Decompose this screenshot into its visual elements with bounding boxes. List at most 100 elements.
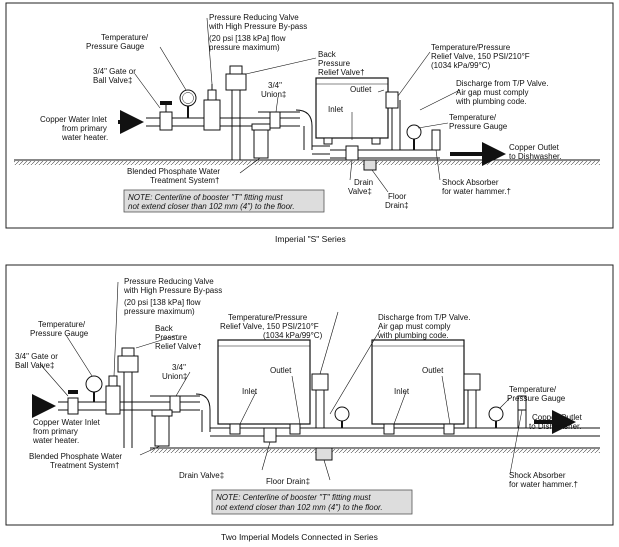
panel2-labels: Pressure Reducing Valve with High Pressu… (15, 277, 583, 489)
p2-prv-flow-l2: pressure maximum) (124, 307, 195, 316)
p2-back-l2: Pressure (155, 333, 188, 342)
p1-outlet-l1: Copper Outlet (509, 143, 560, 152)
p1-inlet-label: Inlet (328, 105, 344, 114)
panel2-temp-gauge-2 (488, 406, 504, 428)
p1-back-l2: Pressure (318, 59, 351, 68)
panel1-temp-gauge-2 (406, 124, 422, 150)
p1-inlet-l3: water heater. (61, 133, 108, 142)
panel2-pressure-reducing-valve (105, 375, 121, 415)
p1-gate-l1: 3/4" Gate or (93, 67, 136, 76)
panel2-temp-gauge (85, 375, 103, 402)
panel2-booster-2 (371, 339, 465, 435)
panel2-booster-1 (217, 339, 311, 435)
panel-imperial-s-series: NOTE: Centerline of booster "T" fitting … (5, 2, 614, 244)
p1-phos-l2: Treatment System† (150, 176, 220, 185)
panel1-note-line1: NOTE: Centerline of booster "T" fitting … (128, 193, 283, 202)
panel2-note: NOTE: Centerline of booster "T" fitting … (211, 489, 413, 515)
p1-prv-flow-l2: pressure maximum) (209, 43, 280, 52)
p2-tg2-l2: Pressure Gauge (507, 394, 566, 403)
p1-floor-l1: Floor (388, 192, 407, 201)
panel2-tp-valve-2 (463, 373, 481, 391)
p1-gate-l2: Ball Valve‡ (93, 76, 132, 85)
p2-inlet-l1: Copper Water Inlet (33, 418, 101, 427)
p2-gate-l2: Ball Valve‡ (15, 361, 54, 370)
p2-tp-l2: Relief Valve, 150 PSI/210°F (220, 322, 319, 331)
p2-tp-l3: (1034 kPa/99°C) (263, 331, 323, 340)
p2-tg-l2: Pressure Gauge (30, 329, 89, 338)
p1-floor-l2: Drain‡ (385, 201, 409, 210)
p1-union-l1: 3/4" (268, 81, 282, 90)
p2-shock-l2: for water hammer.† (509, 480, 578, 489)
p1-shock-l1: Shock Absorber (442, 178, 499, 187)
p1-shock-l2: for water hammer.† (442, 187, 511, 196)
p1-tg2-l2: Pressure Gauge (449, 122, 508, 131)
p2-gate-l1: 3/4" Gate or (15, 352, 58, 361)
panel1-floor-drain (363, 159, 377, 171)
panel2-gauge-mid (334, 406, 350, 428)
panel1-phosphate-filter (251, 123, 271, 159)
p1-outlet-l2: to Dishwasher. (509, 152, 561, 161)
panel2-floor-drain (315, 447, 333, 461)
panel2-leaders (39, 281, 523, 481)
panel1-caption: Imperial "S" Series (275, 234, 346, 244)
p2-outlet1: Outlet (270, 366, 292, 375)
panel-two-imperial-series: NOTE: Centerline of booster "T" fitting … (5, 264, 614, 542)
p2-shock-l1: Shock Absorber (509, 471, 566, 480)
panel1-gate-valve (159, 101, 173, 131)
panel2-caption: Two Imperial Models Connected in Series (221, 532, 378, 542)
p1-prv-l2: with High Pressure By-pass (208, 22, 307, 31)
p2-union-l1: 3/4" (172, 363, 186, 372)
panel1-frame (5, 2, 614, 229)
p1-drain-l1: Drain (354, 178, 373, 187)
p2-prv-l1: Pressure Reducing Valve (124, 277, 214, 286)
p1-tp-l3: (1034 kPa/99°C) (431, 61, 491, 70)
panel2-frame (5, 264, 614, 526)
p1-phos-l1: Blended Phosphate Water (127, 167, 220, 176)
panel1-pressure-reducing-valve (203, 84, 221, 131)
p2-outlet-l2: to Dishwasher. (529, 422, 581, 431)
panel1-shock-absorber (431, 129, 441, 151)
p2-outlet-l1: Copper Outlet (532, 413, 583, 422)
p2-union-l2: Union‡ (162, 372, 187, 381)
panel2-tp-valve-1 (311, 373, 329, 391)
p2-tg-l1: Temperature/ (38, 320, 86, 329)
p1-back-l1: Back (318, 50, 337, 59)
panel1-temp-gauge (179, 89, 197, 118)
p1-dis-l1: Discharge from T/P Valve. (456, 79, 548, 88)
p2-back-l1: Back (155, 324, 174, 333)
p2-phos-l1: Blended Phosphate Water (29, 452, 122, 461)
p1-inlet-l2: from primary (62, 124, 107, 133)
p2-dis-l1: Discharge from T/P Valve. (378, 313, 470, 322)
p2-inlet2: Inlet (394, 387, 410, 396)
p1-temp-gauge-l2: Pressure Gauge (86, 42, 145, 51)
p2-dis-l2: Air gap must comply (378, 322, 450, 331)
p2-inlet-l2: from primary (33, 427, 78, 436)
panel2-note-line1: NOTE: Centerline of booster "T" fitting … (216, 493, 371, 502)
p1-back-l3: Relief Valve† (318, 68, 365, 77)
p1-tp-l1: Temperature/Pressure (431, 43, 511, 52)
p1-prv-flow-l1: (20 psi [138 kPa] flow (209, 34, 286, 43)
p2-back-l3: Relief Valve† (155, 342, 202, 351)
p1-drain-l2: Valve‡ (348, 187, 372, 196)
panel2-back-pressure-valve (117, 347, 139, 373)
p2-dis-l3: with plumbing code. (377, 331, 449, 340)
panel2-floor (150, 447, 600, 453)
p1-temp-gauge-l1: Temperature/ (101, 33, 149, 42)
panel1-note: NOTE: Centerline of booster "T" fitting … (123, 189, 325, 213)
p1-tg2-l1: Temperature/ (449, 113, 497, 122)
p1-dis-l3: with plumbing code. (455, 97, 527, 106)
p2-prv-flow-l1: (20 psi [138 kPa] flow (124, 298, 201, 307)
panel1-drain-valve (345, 145, 359, 161)
p1-prv-l1: Pressure Reducing Valve (209, 13, 299, 22)
panel1-labels: Temperature/ Pressure Gauge Pressure Red… (40, 13, 561, 210)
p1-tp-l2: Relief Valve, 150 PSI/210°F (431, 52, 530, 61)
p1-inlet-l1: Copper Water Inlet (40, 115, 108, 124)
panel1-leaders (134, 17, 461, 193)
panel1-note-line2: not extend closer than 102 mm (4") to th… (128, 202, 295, 211)
panel2-gate-valve (67, 390, 79, 415)
p1-dis-l2: Air gap must comply (456, 88, 528, 97)
p1-outlet: Outlet (350, 85, 372, 94)
panel1-union (269, 111, 281, 129)
panel1-tp-valve (385, 91, 399, 109)
